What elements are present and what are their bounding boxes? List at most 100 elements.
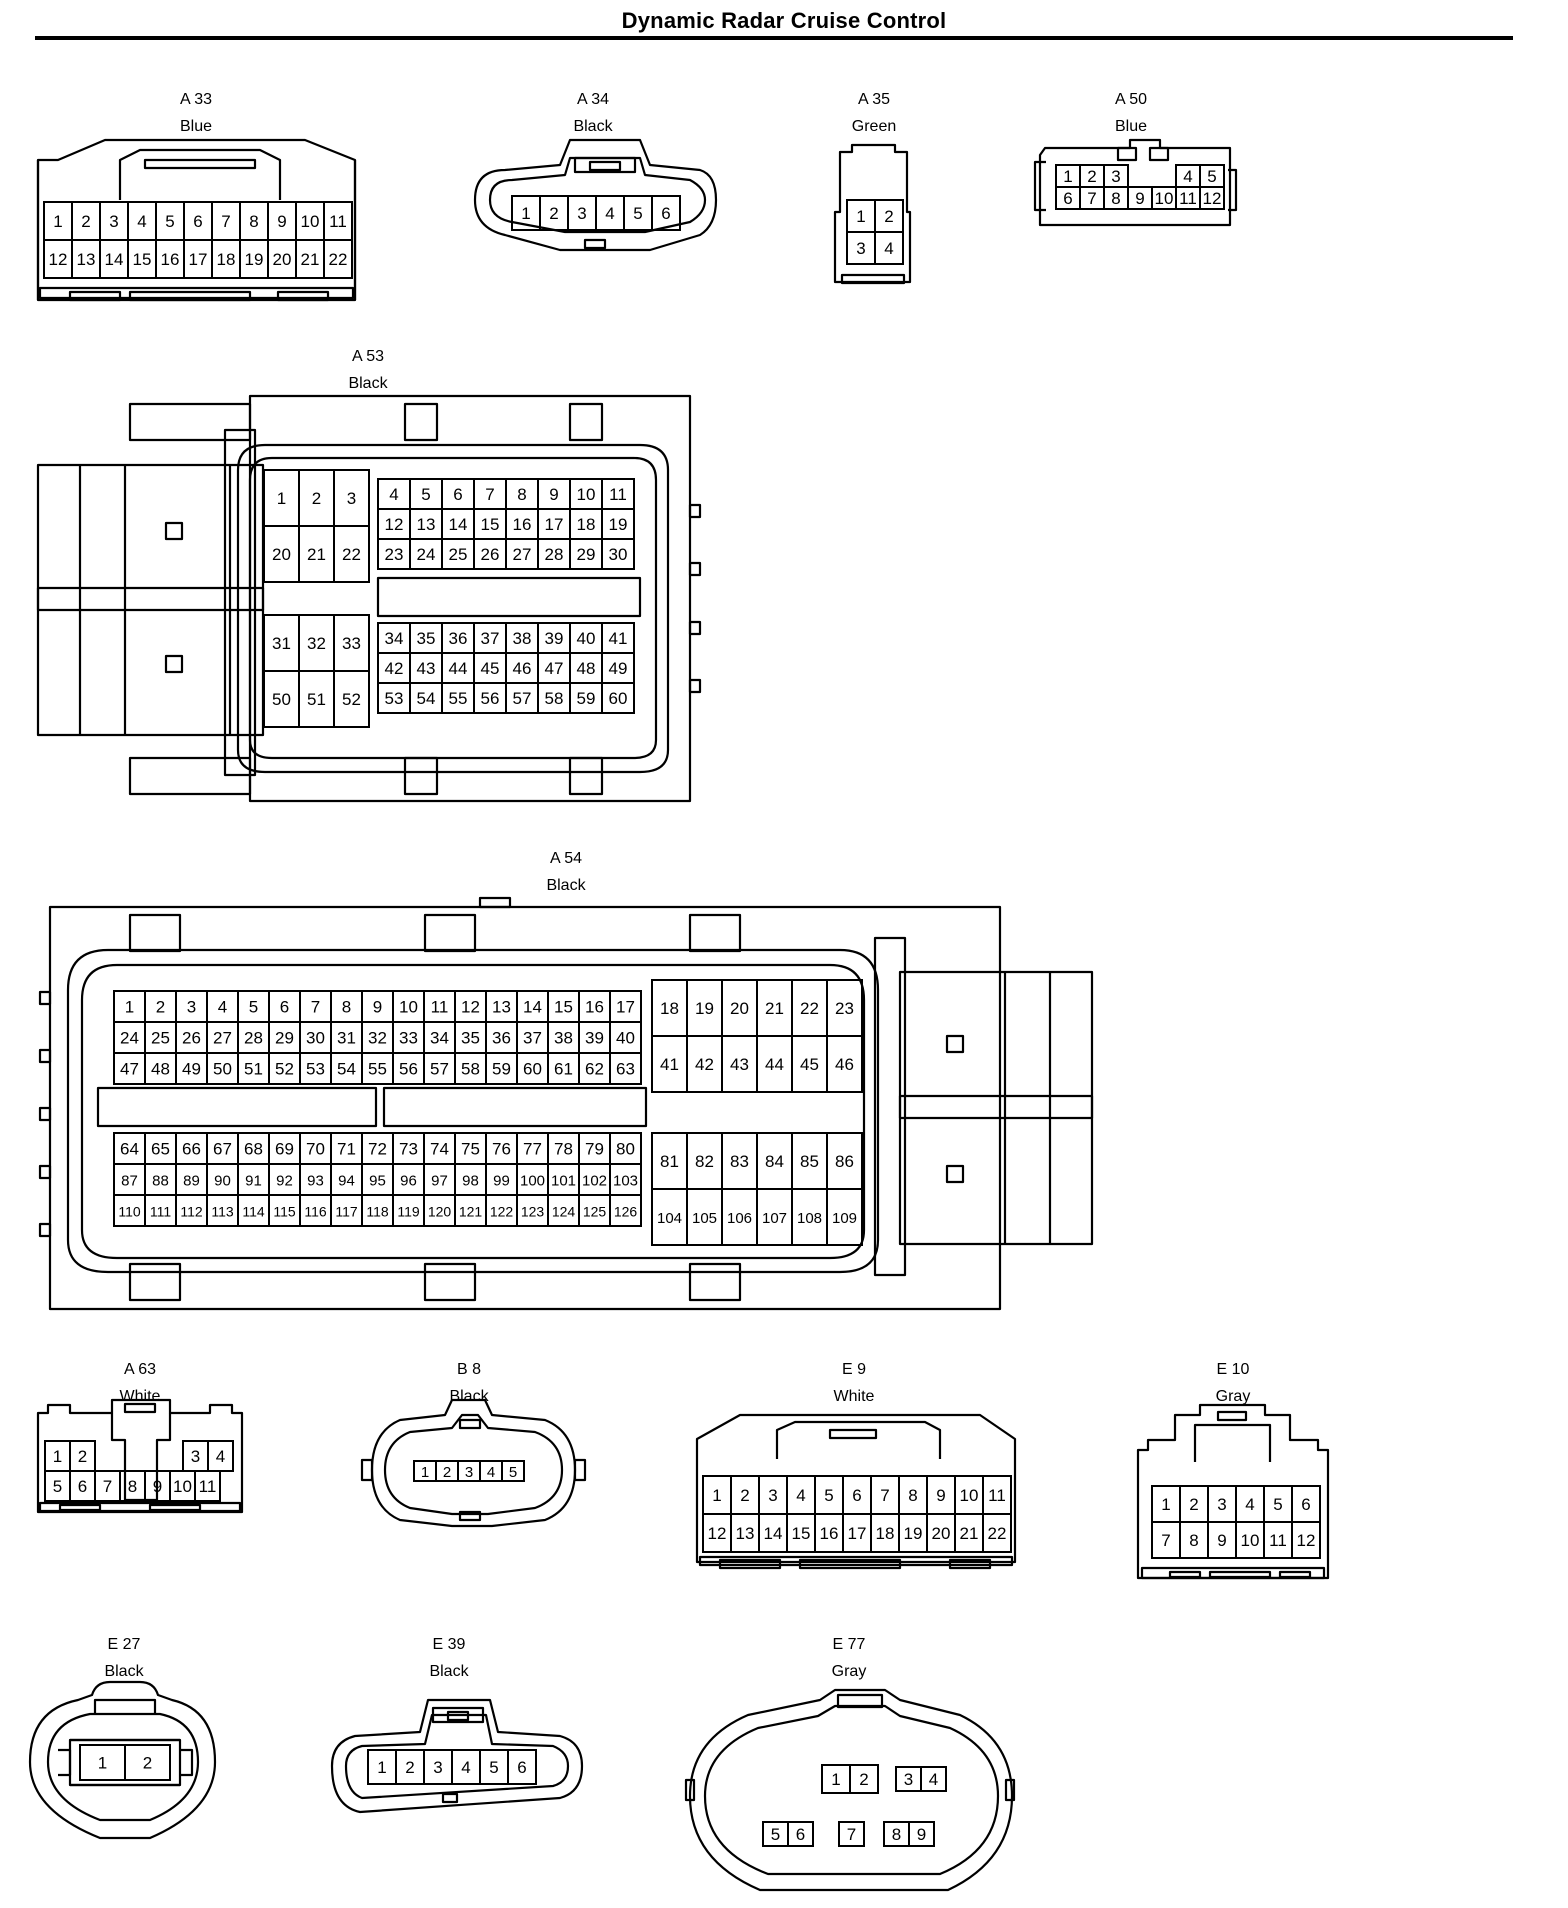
pin-number: 19: [245, 250, 264, 269]
connector-id-label: A 35: [858, 91, 890, 108]
pin-number: 83: [730, 1152, 749, 1171]
pin-number: 54: [417, 689, 436, 708]
pin-number: 19: [695, 999, 714, 1018]
connector-id-label: E 10: [1217, 1361, 1250, 1378]
pin-number: 90: [214, 1173, 231, 1190]
pin-number: 3: [191, 1447, 200, 1466]
pin-number: 18: [876, 1524, 895, 1543]
connector-outline: [423, 913, 477, 953]
pin-number: 1: [377, 1758, 386, 1777]
pin-number: 21: [301, 250, 320, 269]
connector-color-label: White: [834, 1388, 875, 1405]
connector-outline: [1148, 146, 1170, 162]
pin-cell: [194, 1470, 221, 1502]
connector-outline: [1136, 1403, 1330, 1580]
pin-number: 2: [156, 998, 165, 1017]
pin-number: 8: [517, 485, 526, 504]
pin-number: 91: [245, 1173, 262, 1190]
pin-number: 66: [182, 1140, 201, 1159]
pin-number: 7: [221, 212, 230, 231]
pin-number: 2: [143, 1754, 152, 1773]
connector-color-label: Gray: [1216, 1388, 1251, 1405]
pin-number: 14: [523, 998, 542, 1017]
pin-number: 67: [213, 1140, 232, 1159]
connector-outline: [688, 913, 742, 953]
connector-id-label: A 33: [180, 91, 212, 108]
pin-cell: [908, 1821, 935, 1847]
pin-number: 18: [577, 515, 596, 534]
pin-number: 60: [523, 1060, 542, 1079]
connector-outline: [473, 138, 718, 252]
pin-number: 31: [272, 634, 291, 653]
pin-number: 5: [509, 1464, 517, 1481]
pin-number: 14: [764, 1524, 783, 1543]
connector-outline: [360, 1458, 374, 1482]
pin-number: 112: [180, 1204, 203, 1220]
connector-outline: [248, 456, 658, 760]
pin-number: 6: [193, 212, 202, 231]
connector-color-label: Black: [104, 1663, 144, 1680]
pin-number: 106: [727, 1210, 752, 1227]
pin-number: 29: [275, 1029, 294, 1048]
pin-cell: [501, 1460, 525, 1482]
pin-number: 10: [1155, 189, 1174, 208]
pin-number: 5: [489, 1758, 498, 1777]
pin-number: 7: [880, 1486, 889, 1505]
connector-outline: [840, 273, 906, 285]
pin-number: 2: [78, 1447, 87, 1466]
connector-outline: [128, 913, 182, 953]
pin-number: 51: [244, 1060, 263, 1079]
pin-number: 13: [417, 515, 436, 534]
pin-number: 10: [301, 212, 320, 231]
pin-number: 12: [1203, 189, 1222, 208]
pin-number: 24: [417, 545, 436, 564]
pin-number: 1: [421, 1464, 429, 1481]
pin-number: 21: [765, 999, 784, 1018]
pin-cell: [651, 195, 681, 231]
pin-number: 13: [492, 998, 511, 1017]
connector-outline: [688, 678, 702, 694]
connector-id-label: E 77: [833, 1636, 866, 1653]
pin-number: 3: [187, 998, 196, 1017]
pin-number: 79: [585, 1140, 604, 1159]
pin-number: 15: [554, 998, 573, 1017]
connector-outline: [1208, 1570, 1272, 1579]
pin-number: 93: [307, 1173, 324, 1190]
connector-outline: [695, 1413, 1017, 1564]
pin-number: 27: [213, 1029, 232, 1048]
connector-outline: [1003, 972, 1052, 1244]
pin-number: 4: [487, 1464, 495, 1481]
pin-number: 13: [736, 1524, 755, 1543]
pin-number: 43: [417, 659, 436, 678]
pin-number: 8: [128, 1477, 137, 1496]
pin-number: 61: [554, 1060, 573, 1079]
pin-number: 37: [523, 1029, 542, 1048]
pin-number: 9: [1135, 189, 1144, 208]
pin-number: 37: [481, 629, 500, 648]
pin-number: 28: [244, 1029, 263, 1048]
pin-number: 50: [213, 1060, 232, 1079]
pin-number: 17: [545, 515, 564, 534]
pin-number: 5: [771, 1825, 780, 1844]
pin-number: 126: [614, 1204, 638, 1220]
pin-number: 23: [385, 545, 404, 564]
connector-color-label: Gray: [832, 1663, 867, 1680]
connector-outline: [66, 948, 880, 1274]
pin-number: 7: [485, 485, 494, 504]
pin-number: 11: [199, 1477, 217, 1496]
connector-id-label: B 8: [457, 1361, 481, 1378]
connector-id-label: A 50: [1115, 91, 1147, 108]
pin-number: 125: [583, 1204, 607, 1220]
connector-outline: [573, 1458, 587, 1482]
pin-cell: [849, 1764, 879, 1794]
pin-number: 22: [800, 999, 819, 1018]
pin-number: 43: [730, 1055, 749, 1074]
connector-outline: [38, 1106, 52, 1122]
pin-number: 55: [449, 689, 468, 708]
pin-number: 1: [856, 207, 865, 226]
pin-number: 11: [431, 998, 449, 1017]
connector-outline: [1038, 138, 1232, 227]
connector-outline: [68, 290, 122, 302]
pin-number: 31: [337, 1029, 356, 1048]
pin-number: 51: [307, 690, 326, 709]
